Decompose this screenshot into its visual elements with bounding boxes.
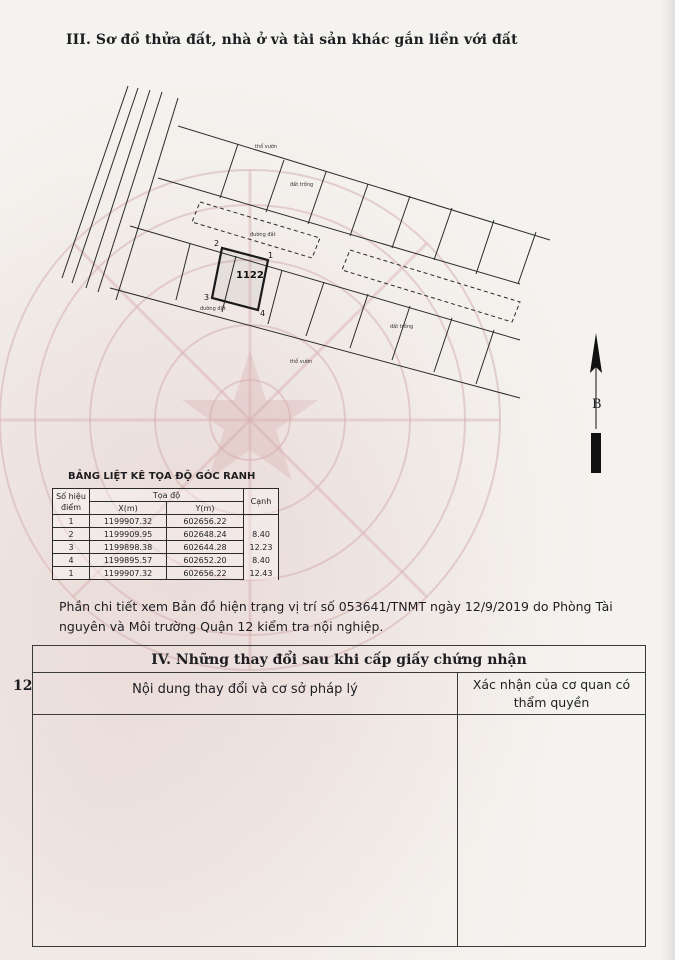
changes-title: IV. Những thay đổi sau khi cấp giấy chứn… (33, 646, 645, 673)
changes-header-divider (33, 714, 645, 715)
corner-point-1: 1 (268, 251, 273, 260)
coord-x: 1199907.32 (89, 514, 167, 528)
changes-column-divider (457, 672, 458, 946)
corner-point-4: 4 (260, 309, 265, 318)
coord-x: 1199895.57 (89, 553, 167, 567)
coord-table: Số hiệu điểm Tọa độ Cạnh X(m) Y(m) 1 119… (52, 488, 279, 580)
map-label-crops: thổ vườn (255, 143, 277, 150)
coord-table-title: BẢNG LIỆT KÊ TỌA ĐỘ GÓC RANH (68, 471, 256, 482)
coord-header-edge: Cạnh (243, 488, 279, 515)
changes-table: IV. Những thay đổi sau khi cấp giấy chứn… (32, 645, 646, 947)
coord-edge-empty (243, 514, 279, 528)
coord-y: 602648.24 (166, 527, 244, 541)
map-label-road: đường đất (250, 231, 276, 238)
map-label-plot-2: đất trống (390, 323, 413, 330)
changes-col-confirmation: Xác nhận của cơ quan có thẩm quyền (472, 677, 631, 710)
table-row: 1 1199907.32 602656.22 (52, 514, 279, 528)
coord-point: 2 (52, 527, 90, 541)
corner-point-3: 3 (204, 293, 209, 302)
coord-y: 602652.20 (166, 553, 244, 567)
coord-x: 1199907.32 (89, 566, 167, 580)
map-label-road-2: đường đất (200, 305, 226, 312)
coord-point: 1 (52, 514, 90, 528)
coord-x: 1199909.95 (89, 527, 167, 541)
coord-point: 3 (52, 540, 90, 554)
page-number: 12 (13, 678, 33, 694)
coord-edge: 12.23 (243, 540, 279, 554)
page-edge-shadow (660, 0, 675, 960)
table-row: 2 1199909.95 602648.24 8.40 (52, 527, 279, 541)
coord-point: 1 (52, 566, 90, 580)
map-label-plot: đất trống (290, 181, 313, 188)
coord-y: 602656.22 (166, 566, 244, 580)
changes-col-content: Nội dung thay đổi và cơ sở pháp lý (132, 682, 358, 697)
reference-note: Phần chi tiết xem Bản đồ hiện trạng vị t… (59, 599, 613, 634)
north-label: B (592, 397, 602, 412)
north-arrow-icon (590, 333, 602, 473)
table-row: 1 1199907.32 602656.22 12.43 (52, 566, 279, 580)
coord-header-point: Số hiệu điểm (52, 488, 90, 515)
coord-header-coords: Tọa độ (89, 488, 244, 502)
coord-edge: 8.40 (243, 553, 279, 567)
coord-y: 602656.22 (166, 514, 244, 528)
coord-edge: 8.40 (243, 527, 279, 541)
coord-y: 602644.28 (166, 540, 244, 554)
coord-edge: 12.43 (243, 566, 279, 580)
section-title: III. Sơ đồ thửa đất, nhà ở và tài sản kh… (66, 32, 518, 48)
corner-point-2: 2 (214, 239, 219, 248)
map-label-crops-2: thổ vườn (290, 358, 312, 365)
table-row: 4 1199895.57 602652.20 8.40 (52, 553, 279, 567)
coord-point: 4 (52, 553, 90, 567)
parcel-number: 1122 (236, 270, 264, 281)
coord-x: 1199898.38 (89, 540, 167, 554)
table-row: 3 1199898.38 602644.28 12.23 (52, 540, 279, 554)
coord-header-x: X(m) (89, 501, 167, 515)
coord-header-y: Y(m) (166, 501, 244, 515)
land-plot-map: thổ vườn đất trống đường đất đất trống t… (61, 85, 551, 399)
